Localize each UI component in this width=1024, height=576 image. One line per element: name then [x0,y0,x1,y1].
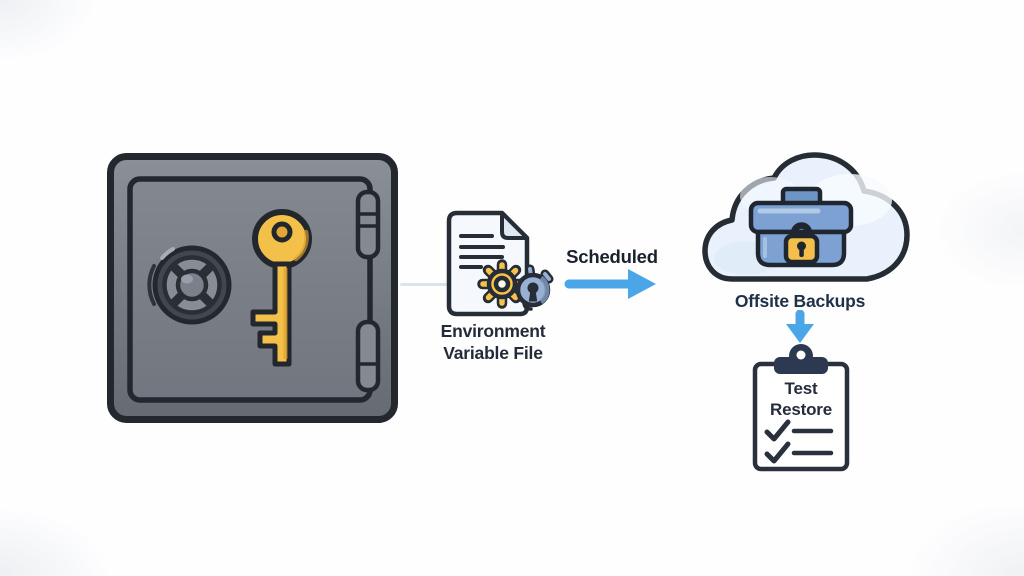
dial-icon [147,245,232,325]
folded-corner-icon [500,211,529,240]
arrow-down-icon [786,310,814,343]
safe-with-key-icon [107,153,398,423]
padlock-icon [783,222,820,265]
offsite-node [700,152,912,292]
offsite-label: Offsite Backups [734,291,866,311]
connector-line [400,283,448,286]
env-file-label-line2: Variable File [443,342,543,363]
safe-hinges [355,189,381,393]
checklist-rows [764,419,834,464]
arrow-right-icon [564,269,656,299]
scheduled-label: Scheduled [566,246,658,267]
test-restore-label-line1: Test [784,379,818,398]
safe-node [106,152,399,424]
key-icon [250,209,312,367]
test-restore-node [746,344,856,476]
env-file-node [440,205,560,325]
cloud-backup-lock-icon [702,152,910,282]
test-restore-label: Test Restore [751,378,851,420]
env-file-label: Environment Variable File [417,321,569,364]
clipboard-checklist-icon [752,344,850,472]
env-file-label-line1: Environment [440,321,546,341]
blue-gear-lock-icon [515,264,554,311]
flow-down-arrow [781,310,819,346]
test-restore-label-line2: Restore [770,400,832,419]
env-file-gears-icon [446,210,554,317]
document-text-lines [459,234,505,269]
gear-icon [477,259,527,309]
transfer-arrow [564,262,660,306]
